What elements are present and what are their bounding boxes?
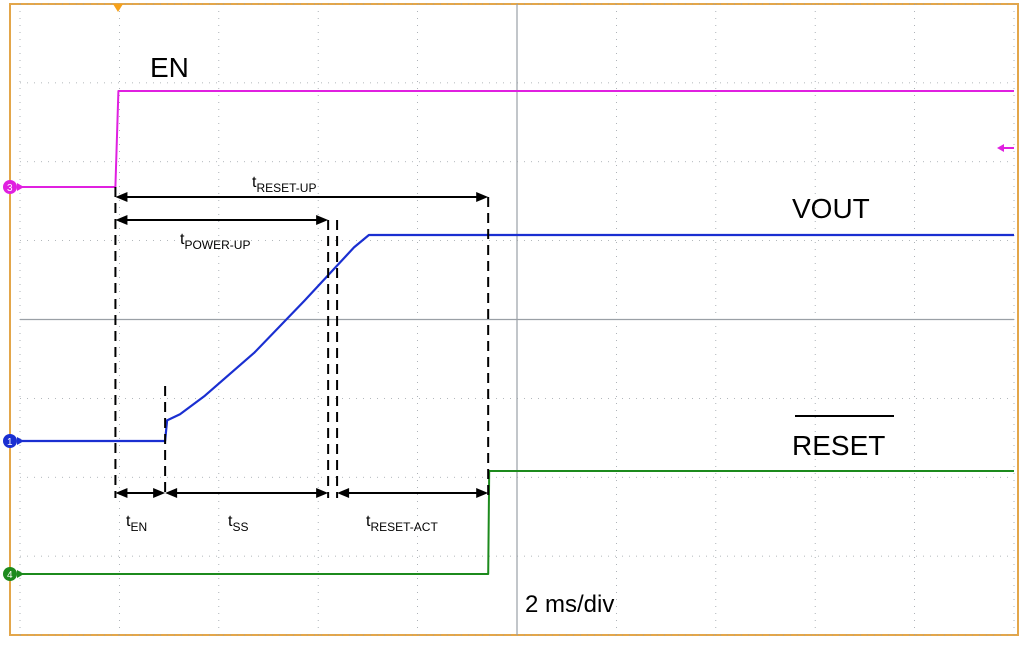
- t-reset-act-label: tRESET-ACT: [366, 513, 438, 534]
- channel-3-pointer-icon: [17, 183, 24, 191]
- t-en-label: tEN: [126, 513, 147, 534]
- t-ss-arrow: [165, 488, 329, 498]
- t-ss-arrow-left-arrow-icon: [165, 488, 178, 498]
- channel-4-number: 4: [7, 570, 13, 581]
- t-reset-up-main: t: [252, 174, 257, 191]
- t-reset-act-arrow-right-arrow-icon: [476, 488, 489, 498]
- t-reset-up-arrow: [115, 192, 489, 202]
- channel-1-number: 1: [7, 437, 13, 448]
- t-power-up-main: t: [180, 231, 185, 248]
- trace-group: [20, 90, 1014, 575]
- t-reset-act-sub: RESET-ACT: [370, 520, 438, 534]
- channel-1-marker: 1: [3, 434, 24, 448]
- vout-label: VOUT: [792, 193, 870, 224]
- trace-en: [20, 90, 1014, 188]
- t-power-up-sub: POWER-UP: [184, 238, 250, 252]
- t-en-sub: EN: [130, 520, 147, 534]
- trace-reset: [20, 470, 1014, 575]
- channel-1-circle: [3, 434, 17, 448]
- t-reset-up-arrow-left-arrow-icon: [115, 192, 128, 202]
- dimension-group: [114, 187, 490, 498]
- channel-4-pointer-icon: [17, 570, 24, 578]
- t-reset-up-sub: RESET-UP: [256, 181, 316, 195]
- t-ss-arrow-right-arrow-icon: [316, 488, 329, 498]
- t-en-arrow-right-arrow-icon: [153, 488, 166, 498]
- scope-grid: [19, 3, 1015, 636]
- t-power-up-arrow-right-arrow-icon: [316, 215, 329, 225]
- t-ss-label: tSS: [228, 513, 248, 534]
- trigger-marker: [113, 4, 123, 12]
- t-reset-up-arrow-right-arrow-icon: [476, 192, 489, 202]
- timebase-label: 2 ms/div: [525, 591, 614, 618]
- t-en-arrow: [115, 488, 166, 498]
- channel-4-marker: 4: [3, 567, 24, 581]
- t-reset-act-arrow: [337, 488, 489, 498]
- en-label: EN: [150, 52, 189, 83]
- channel-3-circle: [3, 180, 17, 194]
- t-en-arrow-left-arrow-icon: [115, 488, 128, 498]
- channel-4-circle: [3, 567, 17, 581]
- channel-3-number: 3: [7, 183, 13, 194]
- t-power-up-arrow: [115, 215, 329, 225]
- channel-1-pointer-icon: [17, 437, 24, 445]
- reset-label: RESET: [792, 430, 885, 461]
- channel-3-marker: 3: [3, 180, 24, 194]
- offset-arrow-icon: [997, 144, 1004, 152]
- offset-indicator: [997, 144, 1014, 152]
- t-reset-act-main: t: [366, 513, 371, 530]
- t-en-main: t: [126, 513, 131, 530]
- t-ss-main: t: [228, 513, 233, 530]
- t-ss-sub: SS: [232, 520, 248, 534]
- t-reset-up-label: tRESET-UP: [252, 174, 316, 195]
- t-power-up-arrow-left-arrow-icon: [115, 215, 128, 225]
- t-power-up-label: tPOWER-UP: [180, 231, 250, 252]
- t-reset-act-arrow-left-arrow-icon: [337, 488, 350, 498]
- trace-vout: [20, 233, 1014, 443]
